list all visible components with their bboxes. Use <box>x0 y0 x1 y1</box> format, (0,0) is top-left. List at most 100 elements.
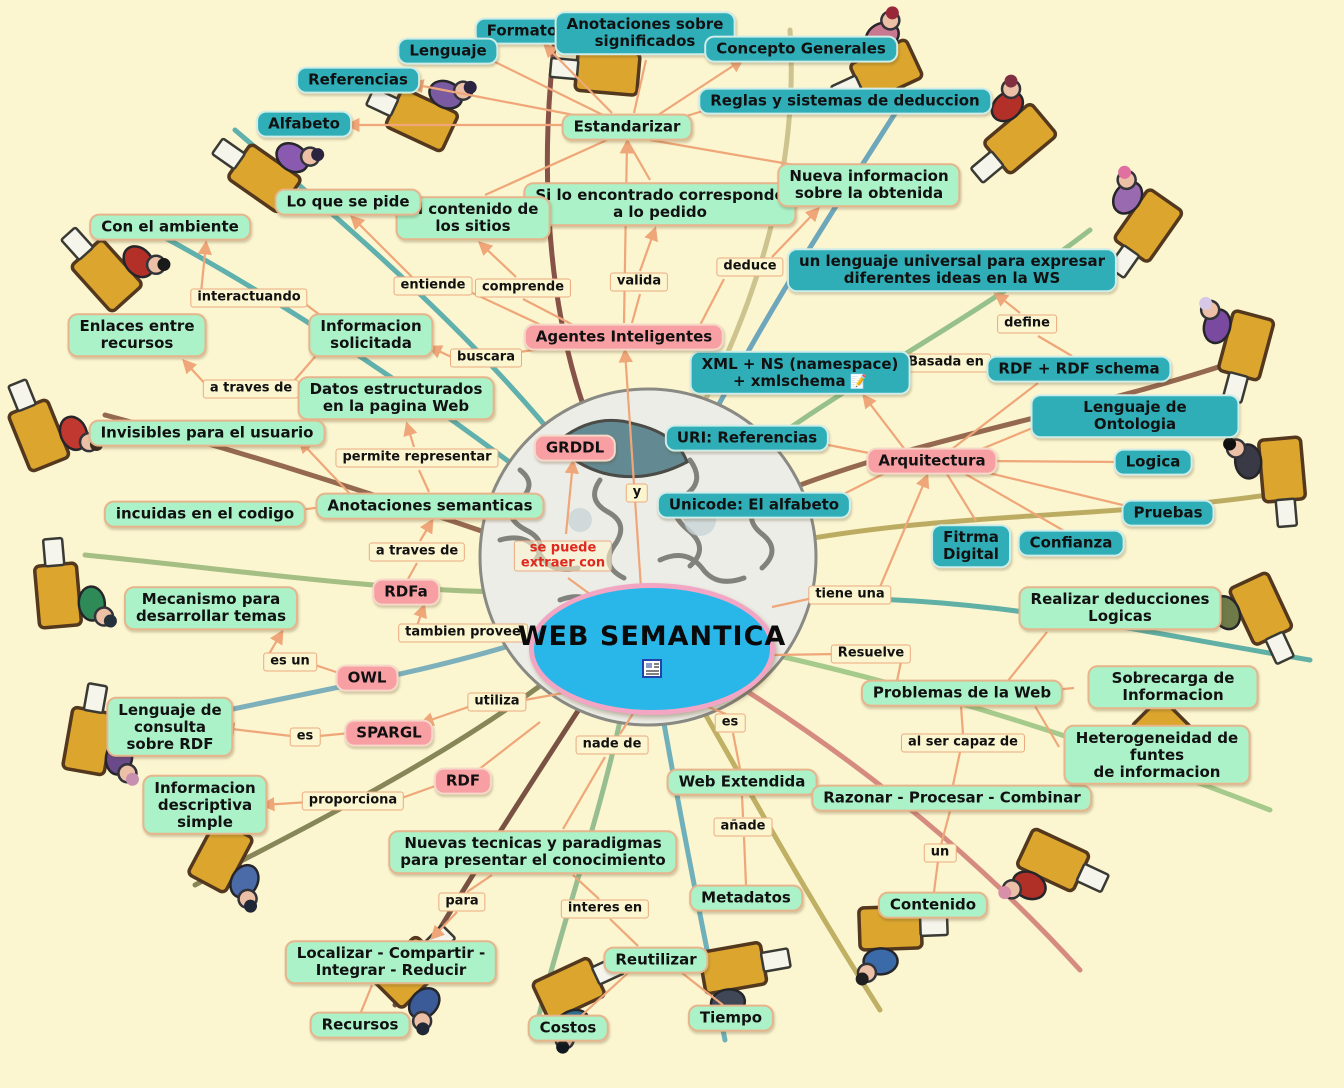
line-label-define[interactable]: define <box>997 314 1057 334</box>
line-label-deduce[interactable]: deduce <box>716 257 784 277</box>
connector-line <box>466 874 493 893</box>
line-label-a-traves-de[interactable]: a traves de <box>202 379 300 399</box>
connector-line <box>975 468 1132 509</box>
line-label-a-ade[interactable]: añade <box>713 817 773 837</box>
node-un-lenguaje-universal-para-expresar-difere[interactable]: un lenguaje universal para expresar dife… <box>786 248 1118 292</box>
node-metadatos[interactable]: Metadatos <box>689 884 803 912</box>
line-label-basada-en[interactable]: Basada en <box>901 353 991 373</box>
connector-line <box>772 652 838 657</box>
node-contenido[interactable]: Contenido <box>877 891 989 919</box>
line-label-a-traves-de[interactable]: a traves de <box>368 542 466 562</box>
branch-line <box>742 687 1083 973</box>
node-incuidas-en-el-codigo[interactable]: incuidas en el codigo <box>103 500 307 528</box>
node-costos[interactable]: Costos <box>527 1014 609 1042</box>
node-invisibles-para-el-usuario[interactable]: Invisibles para el usuario <box>88 419 326 447</box>
node-web-extendida[interactable]: Web Extendida <box>666 768 818 796</box>
connector-line <box>742 836 748 886</box>
node-label-text: Anotaciones sobre significados <box>566 15 724 50</box>
central-topic-web-semantica[interactable]: WEB SEMANTICA <box>518 583 785 715</box>
node-anotaciones-sobre-significados[interactable]: Anotaciones sobre significados <box>554 11 736 55</box>
node-informacion-solicitada[interactable]: Informacion solicitada <box>308 313 434 357</box>
node-estandarizar[interactable]: Estandarizar <box>561 113 693 141</box>
connector-line <box>632 59 648 114</box>
line-label-para[interactable]: para <box>438 892 486 912</box>
node-si-lo-encontrado-corresponde-a-lo-pedido[interactable]: Si lo encontrado corresponde a lo pedido <box>523 182 797 226</box>
node-label-text: se puede extraer con <box>520 540 606 570</box>
node-lenguaje[interactable]: Lenguaje <box>397 37 499 65</box>
node-spargl[interactable]: SPARGL <box>344 719 434 747</box>
node-uri-referencias[interactable]: URI: Referencias <box>664 424 830 452</box>
line-label-y[interactable]: y <box>625 483 649 503</box>
node-xml-ns-namespace-xmlschema[interactable]: XML + NS (namespace) + xmlschema📝 <box>689 350 911 396</box>
node-lo-que-se-pide[interactable]: Lo que se pide <box>274 188 422 216</box>
branch-line <box>747 357 1243 508</box>
line-label-permite-representar[interactable]: permite representar <box>335 448 499 468</box>
line-label-tiene-una[interactable]: tiene una <box>808 585 892 605</box>
line-label-se-puede-extraer-con[interactable]: se puede extraer con <box>513 540 613 572</box>
node-formato[interactable]: Formato <box>474 17 570 45</box>
node-reglas-y-sistemas-de-deduccion[interactable]: Reglas y sistemas de deduccion <box>698 87 992 115</box>
node-alfabeto[interactable]: Alfabeto <box>256 110 352 138</box>
node-referencias[interactable]: Referencias <box>296 66 420 94</box>
line-label-un[interactable]: un <box>923 843 957 863</box>
line-label-nade-de[interactable]: nade de <box>575 735 649 755</box>
node-lenguaje-de-consulta-sobre-rdf[interactable]: Lenguaje de consulta sobre RDF <box>106 696 234 758</box>
line-label-resuelve[interactable]: Resuelve <box>830 644 912 664</box>
line-label-comprende[interactable]: comprende <box>474 278 572 298</box>
node-sobrecarga-de-informacion[interactable]: Sobrecarga de Informacion <box>1087 665 1259 709</box>
node-realizar-deducciones-logicas[interactable]: Realizar deducciones Logicas <box>1018 586 1222 630</box>
node-logica[interactable]: Logica <box>1113 448 1193 476</box>
node-rdf[interactable]: RDF <box>433 767 493 795</box>
node-label-text: un lenguaje universal para expresar dife… <box>798 252 1106 287</box>
node-rdf-rdf-schema[interactable]: RDF + RDF schema <box>986 355 1172 383</box>
node-el-contenido-de-los-sitios[interactable]: El contenido de los sitios <box>395 196 551 240</box>
node-label-text: Nuevas tecnicas y paradigmas para presen… <box>400 834 666 869</box>
node-rdfa[interactable]: RDFa <box>372 578 440 606</box>
line-label-proporciona[interactable]: proporciona <box>301 791 405 811</box>
line-label-buscara[interactable]: buscara <box>450 348 522 368</box>
node-reutilizar[interactable]: Reutilizar <box>603 946 709 974</box>
node-informacion-descriptiva-simple[interactable]: Informacion descriptiva simple <box>142 774 268 836</box>
line-label-interes-en[interactable]: interes en <box>560 899 650 919</box>
line-label-entiende[interactable]: entiende <box>393 276 473 296</box>
node-mecanismo-para-desarrollar-temas[interactable]: Mecanismo para desarrollar temas <box>123 586 299 630</box>
node-enlaces-entre-recursos[interactable]: Enlaces entre recursos <box>67 313 207 357</box>
node-unicode-el-alfabeto[interactable]: Unicode: El alfabeto <box>656 491 852 519</box>
node-localizar-compartir-integrar-reducir[interactable]: Localizar - Compartir - Integrar - Reduc… <box>284 940 498 984</box>
node-anotaciones-semanticas[interactable]: Anotaciones semanticas <box>315 492 545 520</box>
node-owl[interactable]: OWL <box>335 664 399 692</box>
node-grddl[interactable]: GRDDL <box>533 434 617 462</box>
line-label-es[interactable]: es <box>714 713 746 733</box>
node-concepto-generales[interactable]: Concepto Generales <box>704 35 898 63</box>
node-nuevas-tecnicas-y-paradigmas-para-presenta[interactable]: Nuevas tecnicas y paradigmas para presen… <box>388 830 678 874</box>
line-label-valida[interactable]: valida <box>609 272 669 292</box>
node-lenguaje-de-ontologia[interactable]: Lenguaje de Ontologia <box>1030 394 1240 438</box>
node-datos-estructurados-en-la-pagina-web[interactable]: Datos estructurados en la pagina Web <box>297 376 495 420</box>
line-label-es[interactable]: es <box>289 727 321 747</box>
node-label-text: Reutilizar <box>615 950 697 969</box>
line-label-al-ser-capaz-de[interactable]: al ser capaz de <box>900 733 1026 753</box>
node-fitrma-digital[interactable]: Fitrma Digital <box>931 524 1011 568</box>
node-heterogeneidad-de-funtes-de-informacion[interactable]: Heterogeneidad de funtes de informacion <box>1063 724 1251 786</box>
node-razonar-procesar-combinar[interactable]: Razonar - Procesar - Combinar <box>811 784 1093 812</box>
node-problemas-de-la-web[interactable]: Problemas de la Web <box>860 679 1064 707</box>
line-label-es-un[interactable]: es un <box>263 652 317 672</box>
line-label-utiliza[interactable]: utiliza <box>467 692 527 712</box>
connector-line <box>1031 700 1060 748</box>
line-label-interactuando[interactable]: interactuando <box>190 288 308 308</box>
line-label-tambien-provee[interactable]: tambien provee <box>398 623 528 643</box>
node-agentes-inteligentes[interactable]: Agentes Inteligentes <box>523 323 725 351</box>
node-tiempo[interactable]: Tiempo <box>687 1004 775 1032</box>
connector-line <box>220 722 292 738</box>
connector-line <box>314 663 340 675</box>
node-label-text: Lenguaje de consulta sobre RDF <box>118 700 222 753</box>
node-arquitectura[interactable]: Arquitectura <box>866 447 998 475</box>
node-pruebas[interactable]: Pruebas <box>1121 499 1215 527</box>
connector-line <box>638 226 658 272</box>
node-label-text: Heterogeneidad de funtes de informacion <box>1075 728 1239 781</box>
node-recursos[interactable]: Recursos <box>309 1011 411 1039</box>
node-nueva-informacion-sobre-la-obtenida[interactable]: Nueva informacion sobre la obtenida <box>777 163 961 207</box>
node-con-el-ambiente[interactable]: Con el ambiente <box>89 213 251 241</box>
node-confianza[interactable]: Confianza <box>1017 529 1125 557</box>
